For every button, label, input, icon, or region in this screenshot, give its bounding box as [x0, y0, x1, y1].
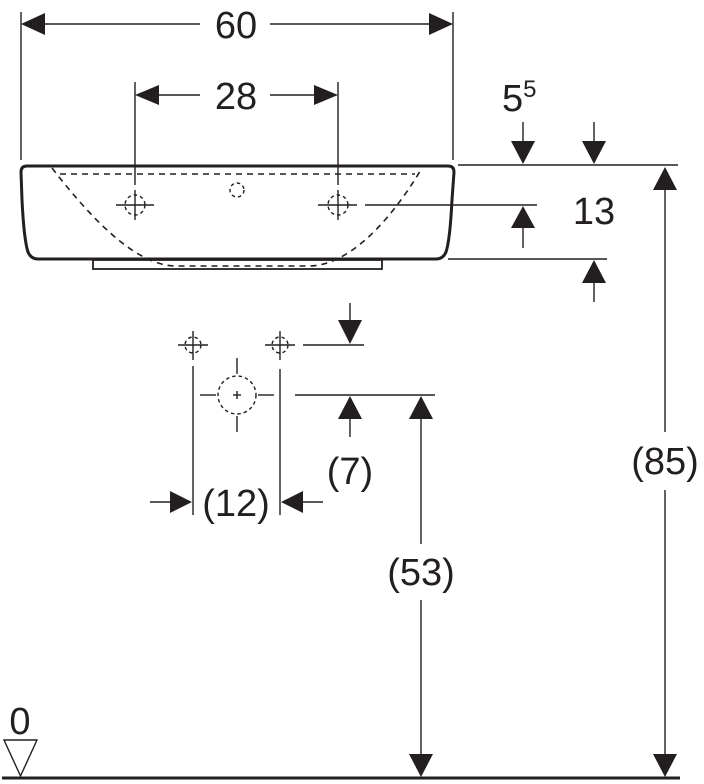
dimension-rim-offset: 55	[458, 76, 678, 166]
arrow-down-icon	[338, 320, 362, 344]
dimension-rim-height: (85)	[631, 167, 699, 777]
dimension-tap-hole-depth: 13	[365, 191, 615, 302]
tap-hole-right-icon	[318, 190, 357, 220]
arrow-right-icon	[314, 85, 338, 105]
label-tap-hole-depth: 13	[573, 191, 615, 233]
label-tap-hole-spacing: 28	[215, 76, 257, 118]
arrow-up-icon	[511, 206, 535, 228]
wall-connections	[178, 331, 295, 432]
outlet-icon	[200, 358, 274, 432]
arrow-down-icon	[653, 754, 677, 777]
label-rim-height: (85)	[631, 441, 699, 483]
label-supply-spacing: (12)	[202, 483, 270, 525]
dimension-outlet-offset: (7)	[295, 303, 435, 493]
label-floor-level: 0	[9, 701, 30, 743]
label-outlet-height: (53)	[387, 552, 455, 594]
arrow-down-icon	[511, 141, 535, 164]
dimension-outlet-height: (53)	[387, 396, 455, 777]
dimension-overall-width: 60	[20, 5, 454, 160]
arrow-right-icon	[429, 13, 453, 35]
supply-right-icon	[265, 331, 295, 360]
arrow-right-icon	[170, 491, 192, 513]
label-rim-offset: 55	[502, 76, 537, 120]
level-marker-icon	[2, 739, 39, 778]
overflow-icon	[229, 182, 245, 198]
arrow-left-icon	[281, 491, 303, 513]
dimension-tap-hole-spacing: 28	[134, 76, 339, 185]
dimension-supply-spacing: (12)	[150, 366, 323, 525]
label-outlet-offset: (7)	[327, 451, 373, 493]
arrow-up-icon	[338, 396, 362, 419]
arrow-up-icon	[409, 396, 433, 419]
supply-left-icon	[178, 331, 208, 360]
arrow-left-icon	[135, 85, 159, 105]
washbasin-front-view	[19, 164, 456, 270]
arrow-up-icon	[582, 260, 606, 283]
arrow-down-icon	[409, 754, 433, 777]
floor-level: 0	[2, 701, 680, 780]
arrow-up-icon	[653, 167, 677, 190]
tap-hole-left-icon	[116, 190, 154, 220]
arrow-down-icon	[582, 141, 606, 164]
arrow-left-icon	[21, 13, 45, 35]
label-overall-width: 60	[215, 5, 257, 47]
